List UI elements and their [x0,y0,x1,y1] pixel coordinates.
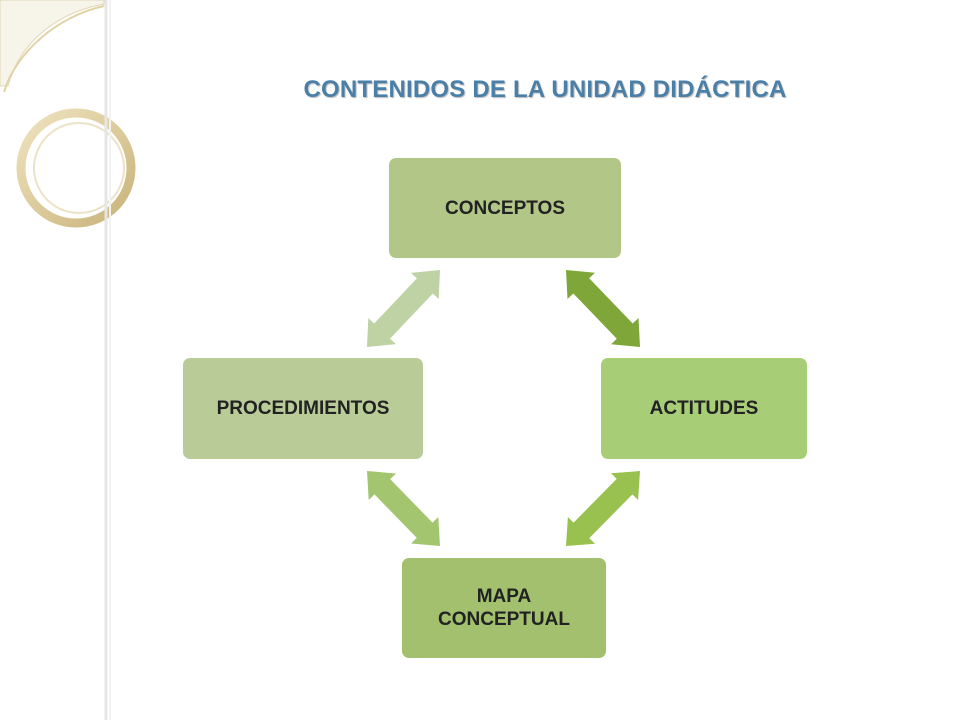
ring-inner [33,122,125,214]
arrow-procedimientos-conceptos [367,270,440,347]
node-mapa-conceptual: MAPA CONCEPTUAL [402,558,606,658]
node-conceptos: CONCEPTOS [389,158,621,258]
node-procedimientos: PROCEDIMIENTOS [183,358,423,459]
arrow-conceptos-actitudes [566,270,640,347]
corner-arc-line [3,5,105,93]
node-actitudes: ACTITUDES [601,358,807,459]
decorative-rings [0,0,136,720]
arrow-mapa-procedimientos [367,471,440,546]
ring-large [16,108,136,228]
slide-title: CONTENIDOS DE LA UNIDAD DIDÁCTICA [303,76,787,103]
arrow-actitudes-mapa [566,471,640,546]
